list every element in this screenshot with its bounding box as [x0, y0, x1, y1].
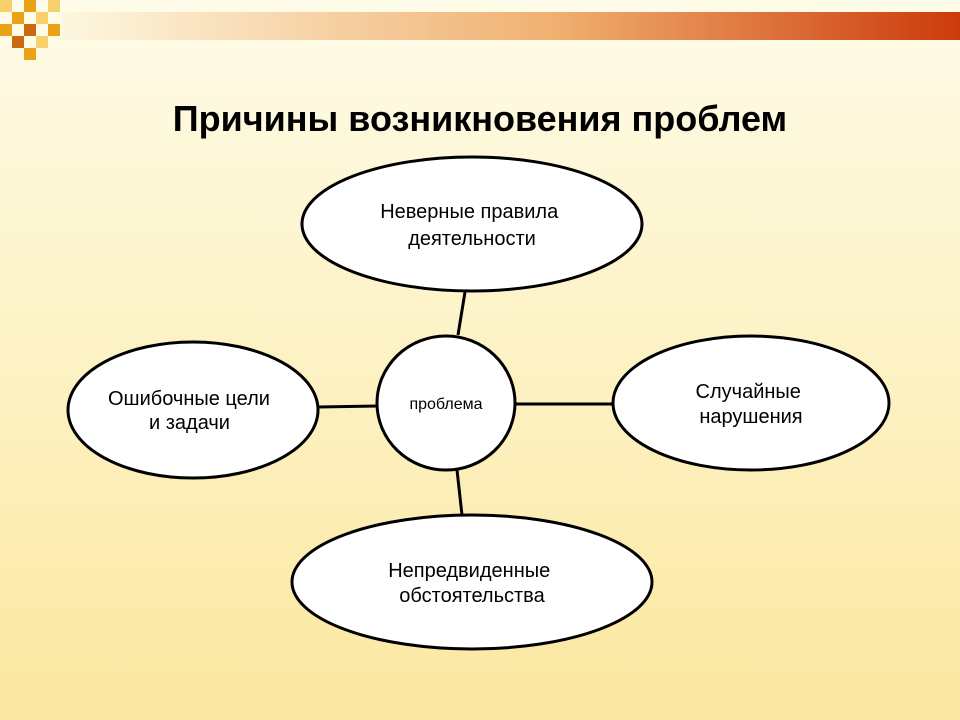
header-gradient-bar [62, 12, 960, 40]
checker-squares-icon [0, 0, 60, 60]
node-bottom-line-2: обстоятельства [399, 585, 545, 607]
connector-top [456, 291, 467, 336]
node-left-line-2: и задачи [149, 412, 230, 434]
node-bottom: Непредвиденные обстоятельства [290, 513, 654, 651]
svg-text:Случайные нарушения: Случайные нарушения [696, 381, 807, 428]
svg-text:Ошибочные цели и задачи: Ошибочные цели и задачи [108, 388, 276, 434]
center-label: проблема [409, 396, 482, 413]
node-right-line-2: нарушения [699, 406, 802, 428]
node-top-line-1: Неверные правила [380, 201, 559, 223]
node-right-line-1: Случайные [696, 381, 801, 403]
svg-text:Неверные правила деятель: Неверные правила деятельности [380, 201, 564, 250]
decorative-header-bar [0, 0, 960, 60]
svg-text:Непредвиденные обстоятел: Непредвиденные обстоятельства [388, 560, 556, 607]
slide-title: Причины возникновения проблем [172, 98, 788, 139]
node-right: Случайные нарушения [611, 334, 891, 472]
node-left-line-1: Ошибочные цели [108, 388, 270, 410]
node-bottom-line-1: Непредвиденные [388, 560, 550, 582]
node-left: Ошибочные цели и задачи [66, 340, 320, 480]
node-top: Неверные правила деятельности [300, 155, 644, 293]
connector-left [317, 404, 379, 409]
node-top-line-2: деятельности [408, 228, 536, 250]
node-center: проблема [375, 334, 517, 472]
connector-bottom [455, 469, 464, 516]
